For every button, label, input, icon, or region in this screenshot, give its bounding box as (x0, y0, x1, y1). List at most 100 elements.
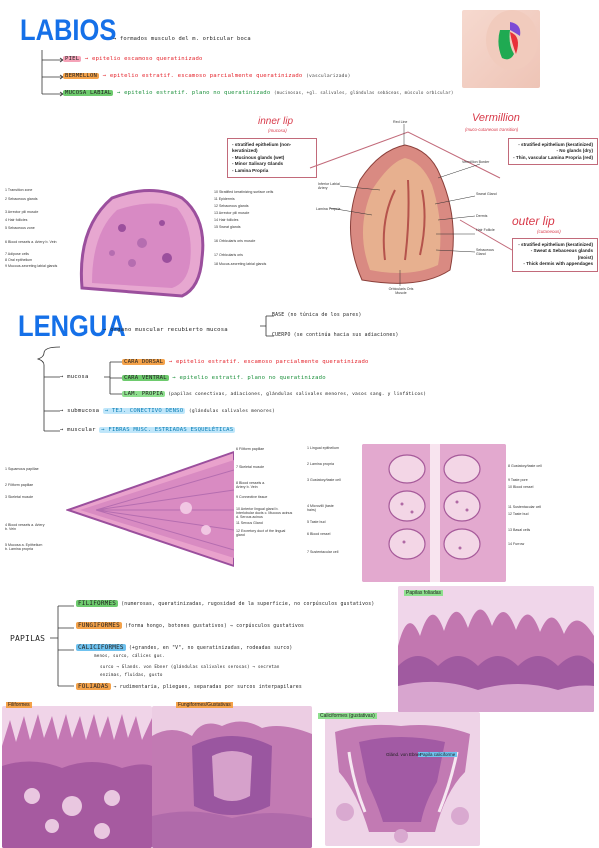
taste-label: 6 Blood vessel (307, 532, 331, 536)
label-lamina-propria: Lamina Propria (316, 207, 341, 211)
lip-cross-section (309, 124, 513, 286)
labios-subtitle: → formados musculo del m. orbicular boca (113, 36, 251, 42)
outer-lip-sub: (cutaneous) (537, 229, 561, 234)
lip-histology-image (72, 188, 212, 298)
tongue-label: 12 Excretory duct of the lingual gland (236, 529, 286, 537)
caption-caliciformes: Caliciformes (gustativas) (318, 713, 377, 719)
mucosa-item-dorsal: CARA DORSAL → epitelio estratif. escamos… (122, 359, 369, 365)
tongue-label: 10 Anterior lingual gland b. Interlobula… (236, 507, 293, 519)
circumvallate-papillae-image (325, 712, 480, 846)
taste-label: 9 Taste pore (508, 478, 528, 482)
lengua-mucosa-label: → mucosa (60, 374, 89, 380)
taste-labels-right: 8 Gustatory/taste cell 9 Taste pore 10 B… (508, 464, 568, 546)
vermillion-item: - stratified epithelium (keratinized) (518, 142, 593, 147)
taste-label: 10 Blood vessel (508, 485, 534, 489)
lengua-muscular: → muscular → FIBRAS MUSC. ESTRIADAS ESQU… (60, 427, 236, 433)
lip-label: 14 Hair follicles (214, 218, 239, 222)
tongue-label: 11 Serous Gland (236, 521, 263, 525)
lengua-branch-bracket (260, 315, 274, 337)
papila-caliciformes: CALICIFORMES (+grandes, en "V", no quera… (76, 644, 293, 651)
tongue-label: 8 Blood vessels a. Artery b. Vein (236, 481, 266, 489)
mucosa-bracket (104, 361, 122, 395)
lengua-branch-base: BASE (no túnica de los pares) (272, 313, 362, 318)
caliciformes-extra3: surco → Glands. von Ebner (glándulas sal… (100, 664, 280, 677)
filiformes-text: (numerosas, queratinizadas, rugosidad de… (121, 602, 375, 607)
submucosa-note: (glándulas salivales menores) (188, 409, 275, 414)
tongue-histology-image (66, 450, 234, 568)
lip-label: 1 Transition zone (5, 188, 33, 192)
lip-histology-drawing (79, 189, 205, 298)
foliate-papillae-image (398, 586, 594, 712)
papilas-title: PAPILAS (10, 634, 46, 643)
mucosa-labial-text: → epitelio estratif. plano no queratiniz… (116, 90, 271, 96)
outer-lip-item: - Thick dermis with appendages (523, 261, 593, 267)
tag-bermellon: BERMELLON (63, 73, 100, 79)
tongue-label: 4 Blood vessels a. Artery b. Vein (5, 523, 45, 531)
taste-label: 7 Sustentacular cell (307, 550, 339, 554)
tongue-label: 2 Filiform papillae (5, 483, 34, 487)
submucosa-text: → TEJ. CONECTIVO DENSO (102, 408, 186, 414)
lip-label: 12 Sebaceous glands (214, 204, 249, 208)
caption-filiformes: Filiformes (6, 702, 32, 708)
label-dermis: Dermis (476, 214, 488, 218)
taste-label: 3 Gustatory/taste cell (307, 478, 341, 482)
vermillion-box: - stratified epithelium (keratinized) - … (508, 138, 598, 166)
caliciformes-text: (+grandes, en "V", no queratinizadas, ro… (128, 646, 293, 651)
lengua-submucosa: → submucosa → TEJ. CONECTIVO DENSO (glán… (60, 408, 275, 414)
bermellon-text: → epitelio estratif. escamoso parcialmen… (102, 73, 303, 79)
label-inferior-labial-artery: Inferior Labial Artery (318, 182, 340, 190)
tag-cara-ventral: CARA VENTRAL (122, 375, 169, 381)
lip-label: 17 Orbicularis oris (214, 253, 243, 257)
taste-label: 4 Microvilli (taste hairs) (307, 504, 334, 512)
labios-line-mucosa: MUCOSA LABIAL → epitelio estratif. plano… (63, 90, 454, 96)
tag-cara-dorsal: CARA DORSAL (122, 359, 166, 365)
lips-illustration (486, 10, 538, 70)
lip-label: 10 Stratified keratinizing surface cells (214, 190, 274, 194)
fungiformes-text: (forma hongo, botones gustativos) (125, 624, 227, 629)
tag-piel: PIEL (63, 56, 82, 62)
tongue-label: 7 Skeletal muscle (236, 465, 265, 469)
mucosa-item-lam-propia: LAM. PROPIA (papilas conectivas, adiacio… (122, 391, 426, 397)
caption-foliadas: Papilas foliadas (404, 590, 444, 596)
lip-label: 8 Oral epithelium (5, 258, 33, 262)
lengua-title: LENGUA (18, 310, 126, 343)
lip-label: 6 Blood vessels a. Artery b. Vein (5, 240, 57, 244)
outer-lip-item: - stratified epithelium (keratinized) (518, 242, 593, 247)
lip-label: 15 Sweat glands (214, 225, 241, 229)
labios-line-piel: PIEL → epitelio escamoso queratinizado (63, 56, 203, 62)
outer-lip-box: - stratified epithelium (keratinized) - … (512, 238, 598, 272)
taste-bud-image (362, 444, 506, 582)
caption-fungiformes: Fungiformes/Gustativas (176, 702, 233, 708)
tongue-label: 6 Filiform papillae (236, 447, 265, 451)
lip-labels-right: 10 Stratified keratinizing surface cells… (214, 190, 284, 266)
tongue-label: 9 Connective tissue (236, 495, 268, 499)
tongue-histology-drawing (66, 450, 234, 568)
tag-lam-propia: LAM. PROPIA (122, 391, 166, 397)
vermillion-item: - No glands (dry) (556, 148, 594, 154)
lip-label: 3 Arrector pili muscle (5, 210, 39, 214)
lip-label: 16 Orbicularis oris muscle (214, 239, 256, 243)
tongue-label: 5 Mucosa a. Epithelium b. Lamina propria (5, 543, 43, 551)
lengua-main-bracket (36, 346, 61, 432)
muscular-text: → FIBRAS MUSC. ESTRIADAS ESQUELÉTICAS (99, 427, 236, 433)
filiform-papillae-drawing (2, 706, 152, 848)
inner-lip-item: - Lamina Propria (232, 167, 269, 173)
outer-lip-item: - Sweat & Sebaceous glands (moist) (530, 248, 593, 260)
submucosa-label: → submucosa (60, 408, 100, 414)
labios-line-bermellon: BERMELLON → epitelio estratif. escamoso … (63, 73, 351, 79)
vermillion-title: Vermillion (472, 112, 520, 124)
taste-bud-drawing (362, 444, 506, 582)
mucosa-item-ventral: CARA VENTRAL → epitelio estratif. plano … (122, 375, 326, 381)
tongue-labels-left: 1 Squamous papillae 2 Filiform papillae … (5, 467, 65, 551)
tag-fungiformes: FUNGIFORMES (76, 622, 122, 629)
bermellon-note: (vascularizado) (306, 74, 351, 79)
lip-labels-left: 1 Transition zone 2 Sebaceous glands 3 A… (5, 188, 71, 268)
label-hair-follicle: Hair Follicle (476, 228, 495, 232)
tongue-label: 1 Squamous papillae (5, 467, 39, 471)
lip-label: 13 Arrector pili muscle (214, 211, 250, 215)
labios-title: LABIOS (20, 14, 117, 47)
tag-foliadas: FOLIADAS (76, 683, 111, 690)
lip-label: 7 Adipose cells (5, 252, 29, 256)
label-orbicularis-oris: Orbicularis Oris Muscle (388, 287, 414, 295)
inner-lip-box: - stratified epithelium (non-keratinized… (227, 138, 317, 179)
